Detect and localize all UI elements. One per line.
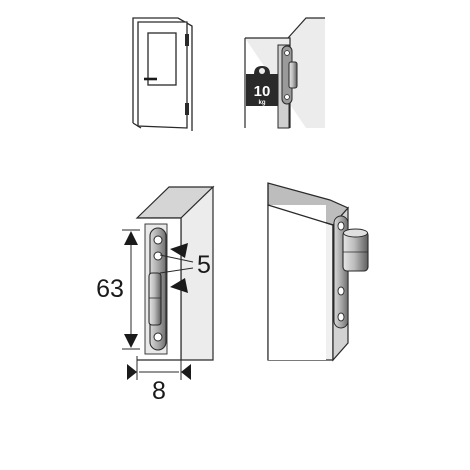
weight-icon: 10 kg [246, 66, 278, 106]
closeup-hinge-barrel [288, 61, 298, 89]
dim-arrow-offset-bottom [170, 278, 188, 293]
door-window [147, 32, 177, 86]
dim-arrow-down [124, 334, 138, 348]
door-hinge-bottom [185, 103, 189, 115]
hinge-dimension-drawing: 63 5 8 [96, 185, 215, 405]
weight-unit: kg [258, 100, 265, 106]
dim-arrow-left [127, 364, 137, 380]
dim-arrow-right [181, 364, 191, 380]
weight-value: 10 [254, 83, 271, 100]
screw-hole [153, 332, 163, 342]
dim-arrow-up [124, 231, 138, 245]
offset-dimension-label: 5 [197, 251, 211, 279]
screw-hole [153, 251, 163, 261]
door-frame [132, 17, 193, 131]
dim-arrow-offset-top [170, 243, 188, 258]
hinge-closeup-weight: 10 kg [244, 17, 325, 129]
door-hinge-top [185, 34, 189, 46]
screw-hole [153, 235, 163, 245]
height-dimension-label: 63 [96, 275, 124, 303]
hinge-barrel [148, 272, 162, 326]
width-dimension-label: 8 [152, 377, 166, 405]
door-illustration [132, 17, 193, 131]
hinge-on-frame-perspective [267, 182, 369, 362]
